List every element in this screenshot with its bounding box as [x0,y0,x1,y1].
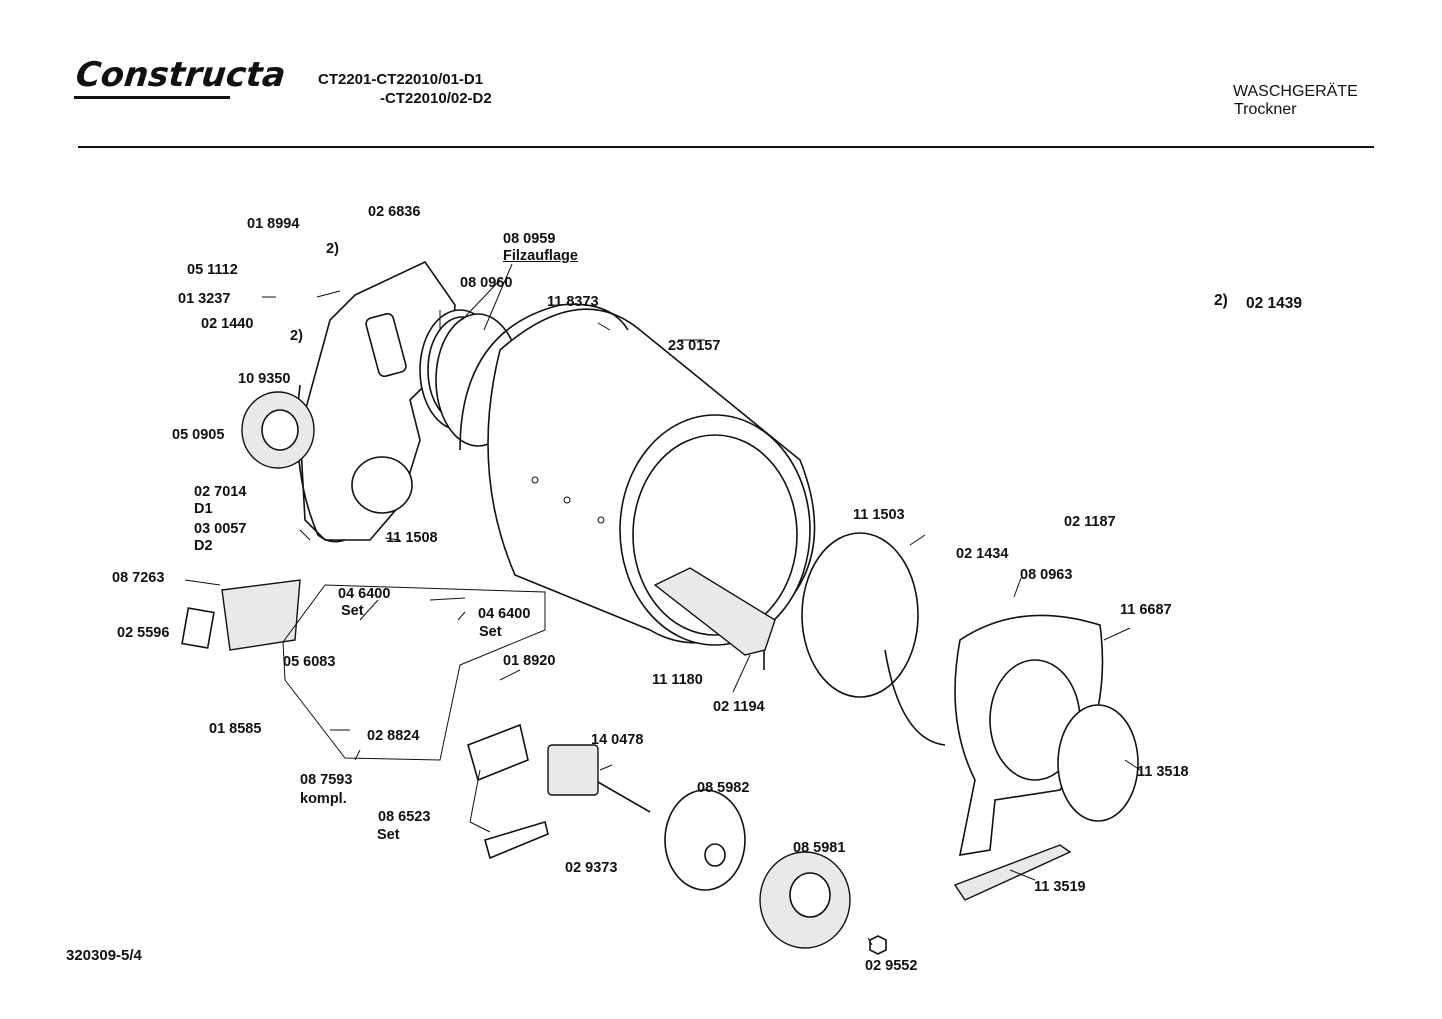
label-02-7014: 02 7014 [194,484,247,500]
label-01-3237: 01 3237 [178,291,231,307]
label-05-0905: 05 0905 [172,427,225,443]
motor-shaft [597,781,651,813]
label-02-1187: 02 1187 [1064,514,1116,530]
label-08-0963: 08 0963 [1020,567,1073,583]
label-10-9350: 10 9350 [238,371,291,387]
front-gasket [1057,704,1139,822]
group-outline [282,584,546,761]
label-02-1194: 02 1194 [713,699,765,715]
category-title: WASCHGERÄTE [1233,83,1358,100]
footnote-marker: 2) [1214,292,1228,309]
label-11-3518: 11 3518 [1137,764,1189,780]
label-08-6523: 08 6523 [378,809,431,825]
drum-hole-3 [597,516,605,524]
label-d2: D2 [194,538,213,554]
duct-opening [351,456,413,514]
label-01-8994: 01 8994 [247,216,300,232]
front-seal-ring [801,532,919,698]
model-line-1: CT2201-CT22010/01-D1 [318,71,484,88]
motor-body [547,744,599,796]
label-02-1440: 02 1440 [201,316,254,332]
label-23-0157: 23 0157 [668,338,721,354]
fan-wheel-right-hub [789,872,831,918]
brand-logo-underline [74,96,230,99]
label-02-5596: 02 5596 [117,625,170,641]
label-11-1503: 11 1503 [853,507,905,523]
label-08-7593: 08 7593 [300,772,353,788]
label-set-b: Set [479,624,502,640]
label-03-0057: 03 0057 [194,521,247,537]
drum-rear-ring [459,303,629,451]
label-02-6836: 02 6836 [368,204,421,220]
label-11-8373: 11 8373 [547,294,599,310]
label-01-8920: 01 8920 [503,653,556,669]
felt-strip [884,649,946,746]
label-filzauflage: Filzauflage [503,248,578,264]
fan-wheel-left-hub [261,409,299,451]
label-05-1112: 05 1112 [187,262,238,278]
label-02-1434: 02 1434 [956,546,1009,562]
fan-housing-hub [704,843,726,867]
label-set-c: Set [377,827,400,843]
label-11-1180: 11 1180 [652,672,703,688]
drum-front-opening [632,434,798,636]
label-05-6083: 05 6083 [283,654,336,670]
drum-vane [653,567,776,656]
fan-housing [664,789,746,891]
label-08-0960: 08 0960 [460,275,513,291]
drum-hole-2 [563,496,571,504]
label-04-6400-b: 04 6400 [478,606,531,622]
label-08-5981: 08 5981 [793,840,846,856]
nut [869,935,887,955]
label-d1: D1 [194,501,213,517]
label-note-2-a: 2) [326,241,339,257]
filter-cartridge [221,579,301,651]
category-subtitle: Trockner [1234,101,1297,118]
label-02-8824: 02 8824 [367,728,420,744]
model-line-2: -CT22010/02-D2 [380,90,492,107]
document-number: 320309-5/4 [66,947,142,964]
label-02-9552: 02 9552 [865,958,918,974]
bottom-strip [953,844,1072,901]
label-02-9373: 02 9373 [565,860,618,876]
duct-window [365,312,407,378]
label-01-8585: 01 8585 [209,721,262,737]
label-04-6400-a: 04 6400 [338,586,391,602]
label-08-7263: 08 7263 [112,570,165,586]
label-note-2-b: 2) [290,328,303,344]
label-08-0959: 08 0959 [503,231,556,247]
label-11-3519: 11 3519 [1034,879,1086,895]
footnote-part-number: 02 1439 [1246,295,1303,312]
label-kompl: kompl. [300,791,347,807]
filter-insert [181,607,215,649]
header-divider [78,146,1374,148]
drum-hole-1 [531,476,539,484]
label-14-0478: 14 0478 [591,732,644,748]
leader-lines [184,263,1141,946]
motor-bracket [467,723,529,782]
label-set-a: Set [341,603,364,619]
label-11-1508: 11 1508 [386,530,438,546]
label-08-5982: 08 5982 [697,780,750,796]
mounting-plate [484,820,549,860]
label-11-6687: 11 6687 [1120,602,1172,618]
